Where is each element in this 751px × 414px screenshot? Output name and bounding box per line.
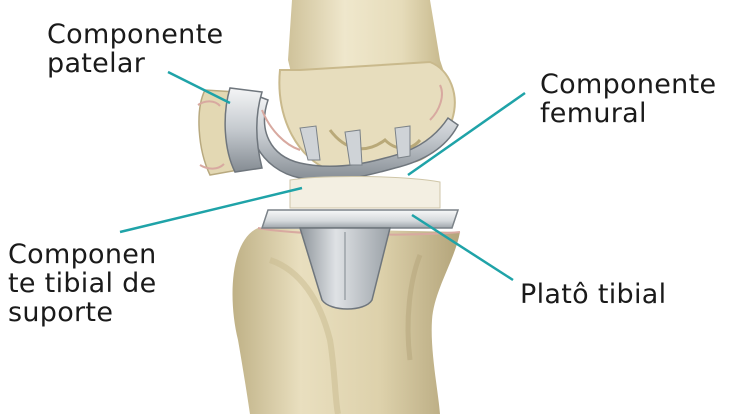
label-line: suporte	[8, 298, 157, 327]
patellar-component-shape	[225, 88, 262, 172]
label-patellar-component: Componente patelar	[47, 20, 223, 78]
label-line: Componente	[47, 20, 223, 49]
label-line: Platô tibial	[520, 280, 666, 309]
label-tibial-bearing-component: Componen te tibial de suporte	[8, 240, 157, 327]
label-line: patelar	[47, 49, 223, 78]
label-line: te tibial de	[8, 269, 157, 298]
label-line: Componen	[8, 240, 157, 269]
label-line: Componente	[540, 70, 716, 99]
label-line: femural	[540, 99, 716, 128]
label-tibial-plateau: Platô tibial	[520, 280, 666, 309]
label-femoral-component: Componente femural	[540, 70, 716, 128]
tibial-bearing-insert	[290, 176, 440, 208]
